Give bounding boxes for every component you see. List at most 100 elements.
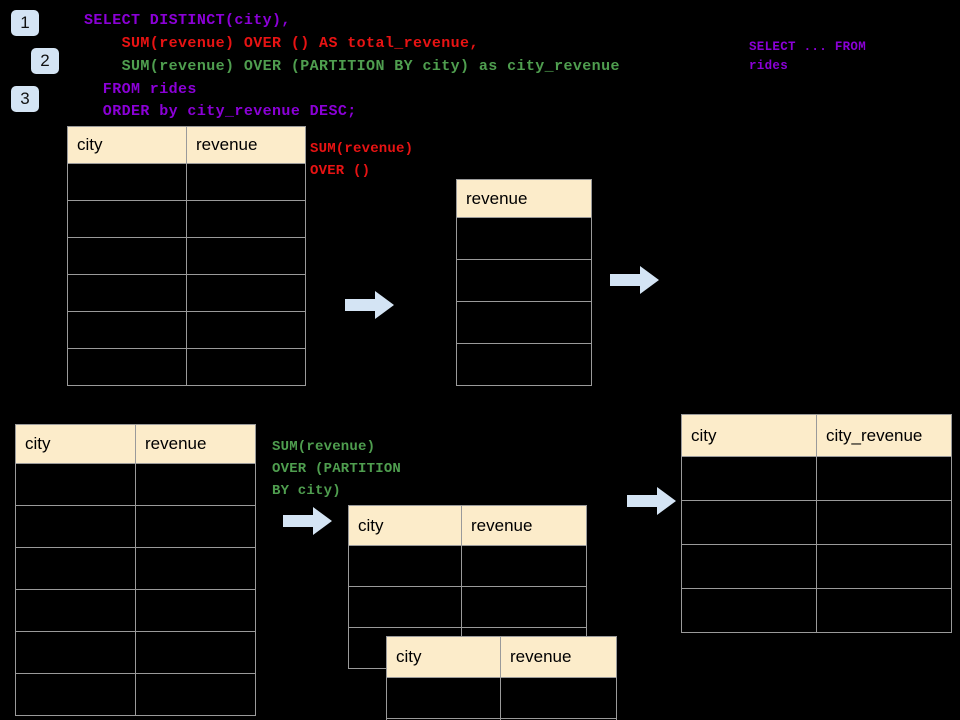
annotation-total-revenue: SUM(revenue) OVER () <box>310 141 414 179</box>
rides-source-table-partitioned: city revenue <box>15 424 256 716</box>
table-cell <box>681 456 817 501</box>
table-cell <box>15 631 136 674</box>
table-row <box>67 311 306 349</box>
sql-line-total-revenue: SUM(revenue) OVER () AS total_revenue, <box>84 35 479 52</box>
table-cell <box>348 586 462 628</box>
arrow-total-to-result <box>610 266 659 294</box>
rides-source-table: city revenue <box>67 126 306 386</box>
table-row <box>15 463 256 506</box>
arrow-rides-to-partition <box>283 507 332 535</box>
table-cell <box>816 544 952 589</box>
table-row <box>348 586 587 628</box>
table-row <box>15 589 256 632</box>
table-cell <box>135 631 256 674</box>
sql-line-from: FROM rides <box>84 81 197 98</box>
sql-line-city-revenue: SUM(revenue) OVER (PARTITION BY city) as… <box>84 58 620 75</box>
table-cell <box>67 348 187 386</box>
table-cell <box>67 274 187 312</box>
column-header-city-revenue: city_revenue <box>816 414 952 457</box>
table-row <box>67 348 306 386</box>
table-cell <box>456 259 592 302</box>
column-header-revenue: revenue <box>135 424 256 464</box>
partition-group-table-front: city revenue <box>386 636 617 720</box>
table-cell <box>15 505 136 548</box>
table-cell <box>816 500 952 545</box>
step-badge-2: 2 <box>31 48 59 74</box>
table-cell <box>461 586 587 628</box>
table-row <box>456 259 592 302</box>
column-header-city: city <box>386 636 501 678</box>
table-cell <box>135 505 256 548</box>
column-header-revenue: revenue <box>500 636 617 678</box>
table-cell <box>15 547 136 590</box>
column-header-city: city <box>681 414 817 457</box>
table-cell <box>186 237 306 275</box>
table-cell <box>186 200 306 238</box>
table-cell <box>135 673 256 716</box>
table-row <box>386 718 617 720</box>
table-header-row: city revenue <box>15 424 256 464</box>
table-row <box>15 505 256 548</box>
table-row <box>386 677 617 719</box>
table-row <box>456 343 592 386</box>
table-cell <box>186 311 306 349</box>
table-cell <box>135 547 256 590</box>
table-cell <box>15 463 136 506</box>
table-header-row: city revenue <box>67 126 306 164</box>
table-row <box>348 545 587 587</box>
table-row <box>681 456 952 501</box>
table-header-row: city city_revenue <box>681 414 952 457</box>
table-cell <box>816 456 952 501</box>
table-row <box>67 163 306 201</box>
column-header-city: city <box>348 505 462 546</box>
table-cell <box>186 348 306 386</box>
arrow-partition-to-result <box>627 487 676 515</box>
table-row <box>15 673 256 716</box>
table-cell <box>15 673 136 716</box>
table-cell <box>456 217 592 260</box>
annotation-city-revenue: SUM(revenue) OVER (PARTITION BY city) <box>272 439 402 499</box>
column-header-city: city <box>15 424 136 464</box>
table-cell <box>186 163 306 201</box>
table-header-row: revenue <box>456 179 592 218</box>
table-cell <box>386 677 501 719</box>
table-row <box>681 544 952 589</box>
table-cell <box>67 163 187 201</box>
table-cell <box>681 544 817 589</box>
table-cell <box>67 200 187 238</box>
column-header-revenue: revenue <box>186 126 306 164</box>
step-badge-1: 1 <box>11 10 39 36</box>
table-cell <box>500 718 617 720</box>
arrow-rides-to-total <box>345 291 394 319</box>
table-cell <box>500 677 617 719</box>
table-row <box>681 588 952 633</box>
sql-line-select: SELECT DISTINCT(city), <box>84 12 291 29</box>
table-row <box>681 500 952 545</box>
table-cell <box>456 301 592 344</box>
final-result-table: city city_revenue <box>681 414 952 633</box>
column-header-revenue: revenue <box>461 505 587 546</box>
table-cell <box>186 274 306 312</box>
table-row <box>456 217 592 260</box>
side-note-line-1: SELECT ... FROM <box>749 40 867 54</box>
table-cell <box>67 311 187 349</box>
total-revenue-table: revenue <box>456 179 592 386</box>
table-row <box>67 200 306 238</box>
table-cell <box>816 588 952 633</box>
table-header-row: city revenue <box>386 636 617 678</box>
table-row <box>15 547 256 590</box>
table-cell <box>15 589 136 632</box>
table-cell <box>456 343 592 386</box>
table-cell <box>135 463 256 506</box>
table-row <box>456 301 592 344</box>
sql-line-order-by: ORDER by city_revenue DESC; <box>84 103 357 120</box>
table-cell <box>461 545 587 587</box>
table-row <box>67 237 306 275</box>
side-note-line-2: rides <box>749 59 789 73</box>
table-cell <box>67 237 187 275</box>
table-cell <box>681 588 817 633</box>
table-row <box>67 274 306 312</box>
column-header-revenue: revenue <box>456 179 592 218</box>
step-badge-3: 3 <box>11 86 39 112</box>
